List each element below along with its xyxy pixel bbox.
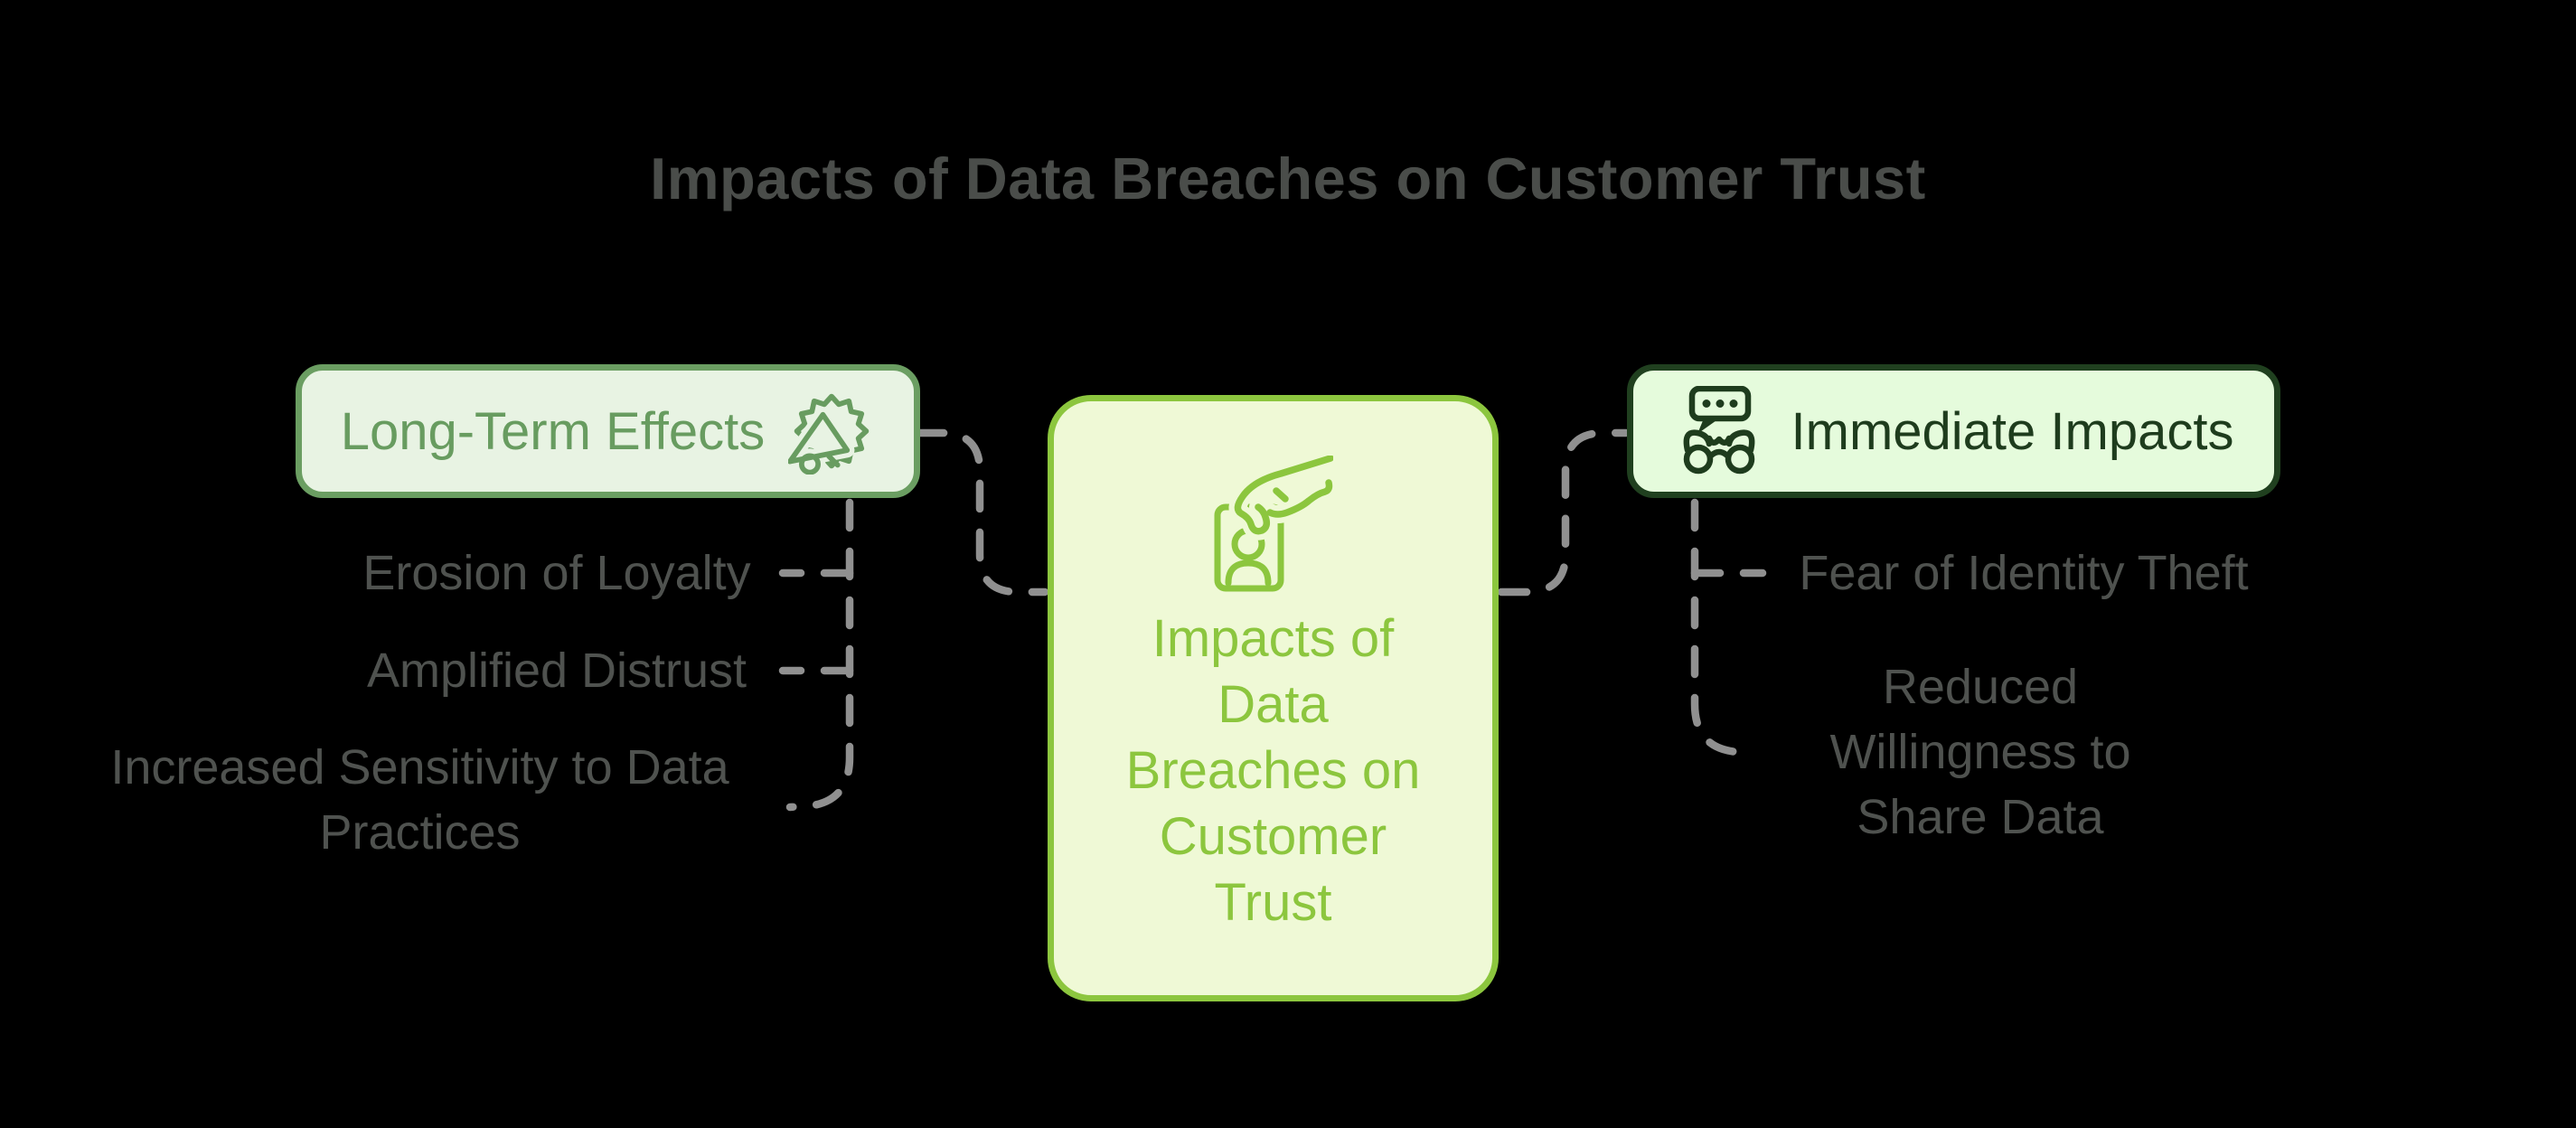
central-label-line: Breaches on <box>1125 741 1421 800</box>
central-label-line: Customer <box>1159 807 1387 866</box>
child-label-line: Willingness to <box>1829 725 2131 779</box>
child-label-line: Practices <box>319 805 521 860</box>
central-node-impacts-of-data-breaches[interactable]: Impacts of Data Breaches on Customer Tru… <box>1048 395 1499 1001</box>
child-label-line: Share Data <box>1857 790 2104 844</box>
child-label-line: Amplified Distrust <box>366 644 747 698</box>
child-label-line: Erosion of Loyalty <box>362 546 751 600</box>
central-node-label: Impacts of Data Breaches on Customer Tru… <box>1126 606 1421 935</box>
child-label-line: Fear of Identity Theft <box>1799 546 2249 600</box>
child-label-line: Increased Sensitivity to Data <box>110 740 729 794</box>
connector-right-trunk <box>1690 498 1758 757</box>
connector-center-to-right <box>1497 428 1631 597</box>
central-label-line: Data <box>1217 675 1329 734</box>
child-item-increased-sensitivity[interactable]: Increased Sensitivity to Data Practices <box>78 735 762 865</box>
child-item-reduced-willingness[interactable]: Reduced Willingness to Share Data <box>1745 654 2215 850</box>
child-label-line: Reduced <box>1882 660 2079 714</box>
branch-label-immediate-impacts: Immediate Impacts <box>1791 401 2234 461</box>
binoculars-chat-icon <box>1683 386 1754 475</box>
central-label-line: Impacts of <box>1152 609 1395 668</box>
child-item-erosion-of-loyalty[interactable]: Erosion of Loyalty <box>343 540 771 606</box>
branch-node-long-term-effects[interactable]: Long-Term Effects <box>296 364 920 498</box>
connector-left-trunk <box>785 498 854 812</box>
child-item-amplified-distrust[interactable]: Amplified Distrust <box>343 638 771 703</box>
child-item-fear-of-identity-theft[interactable]: Fear of Identity Theft <box>1768 540 2280 606</box>
diagram-title: Impacts of Data Breaches on Customer Tru… <box>650 146 1926 212</box>
branch-label-long-term-effects: Long-Term Effects <box>340 401 766 461</box>
megaphone-seal-icon <box>788 393 870 475</box>
branch-node-immediate-impacts[interactable]: Immediate Impacts <box>1627 364 2280 498</box>
central-label-line: Trust <box>1214 873 1332 932</box>
connector-left-to-center <box>914 428 1049 597</box>
id-card-hand-icon <box>1214 456 1333 592</box>
